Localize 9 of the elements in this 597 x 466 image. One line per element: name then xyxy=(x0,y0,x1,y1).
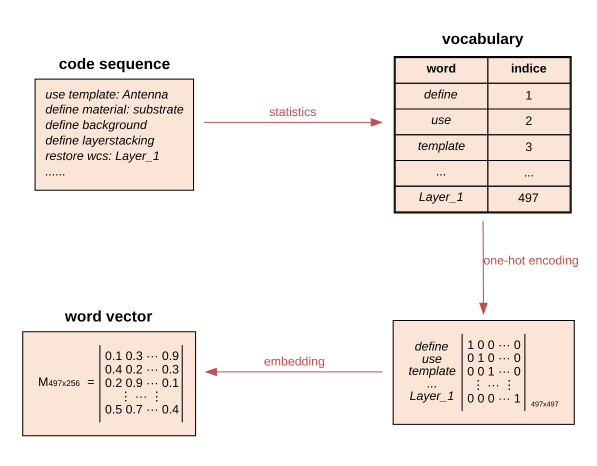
edge-label: statistics xyxy=(269,104,316,119)
node-label: word vector xyxy=(64,308,152,326)
edge-label: embedding xyxy=(264,354,325,368)
edge-label: one-hot encoding xyxy=(483,253,579,268)
arrow xyxy=(479,220,488,316)
node-label: code sequence xyxy=(58,56,170,73)
node-label: vocabulary xyxy=(442,31,524,48)
arrow xyxy=(204,368,383,376)
arrow xyxy=(204,118,384,127)
